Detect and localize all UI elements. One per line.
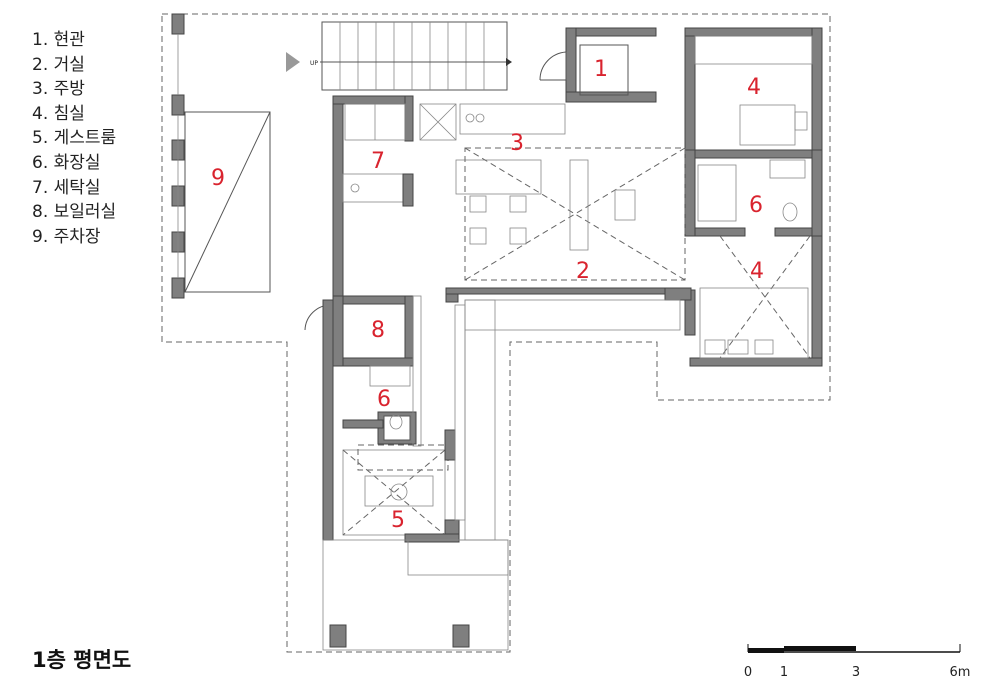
legend-item: 4. 침실: [32, 103, 85, 124]
parking-diagonal: [184, 111, 271, 293]
scale-tick-3: 3: [852, 665, 860, 680]
floor-plan-title: 1층 평면도: [32, 648, 132, 672]
legend-item: 9. 주차장: [32, 226, 101, 247]
room-bedroom-lower: [684, 235, 823, 367]
room-number-4-lower: 4: [750, 259, 764, 284]
scale-tick-6m: 6m: [950, 665, 971, 680]
room-boiler: [304, 295, 414, 367]
room-numbers: 1 2 3 4 4 5 6 6 7 8 9: [211, 57, 764, 533]
site-outline: [161, 13, 831, 653]
room-living: [445, 147, 692, 303]
room-laundry: [342, 173, 414, 207]
legend-item: 2. 거실: [32, 54, 85, 75]
legend-item: 8. 보일러실: [32, 202, 117, 223]
parking-area: [184, 111, 271, 293]
room-number-6-right: 6: [749, 193, 763, 218]
terrace-deck: [322, 299, 681, 651]
legend-item: 1. 현관: [32, 30, 85, 50]
room-number-1: 1: [594, 57, 608, 82]
scale-tick-1: 1: [780, 665, 788, 680]
room-number-5: 5: [391, 508, 405, 533]
room-number-2: 2: [576, 259, 590, 284]
room-number-7: 7: [371, 149, 385, 174]
legend-item: 5. 게스트룸: [32, 128, 117, 149]
parking-columns: [171, 13, 185, 299]
entry-stairs: UP: [286, 21, 512, 91]
legend-item: 6. 화장실: [32, 152, 101, 173]
room-number-3: 3: [510, 131, 524, 156]
room-legend: 1. 현관 2. 거실 3. 주방 4. 침실 5. 게스트룸 6. 화장실 7…: [32, 28, 116, 249]
entry-arrow-icon: [286, 52, 300, 72]
room-number-6-left: 6: [377, 387, 391, 412]
room-number-8: 8: [371, 318, 385, 343]
room-entrance: [539, 27, 657, 103]
legend-item: 3. 주방: [32, 79, 85, 100]
kitchen-counter: [332, 95, 566, 307]
stair-up-label: UP: [310, 60, 318, 67]
scale-bar: 0 1 3 6m: [744, 644, 971, 680]
room-guest: [322, 295, 466, 543]
room-number-9: 9: [211, 166, 225, 191]
room-bedroom-top: [684, 27, 823, 154]
room-bathroom-left: [342, 365, 417, 445]
legend-item: 7. 세탁실: [32, 177, 101, 198]
scale-tick-0: 0: [744, 665, 752, 680]
room-number-4-top: 4: [747, 75, 761, 100]
